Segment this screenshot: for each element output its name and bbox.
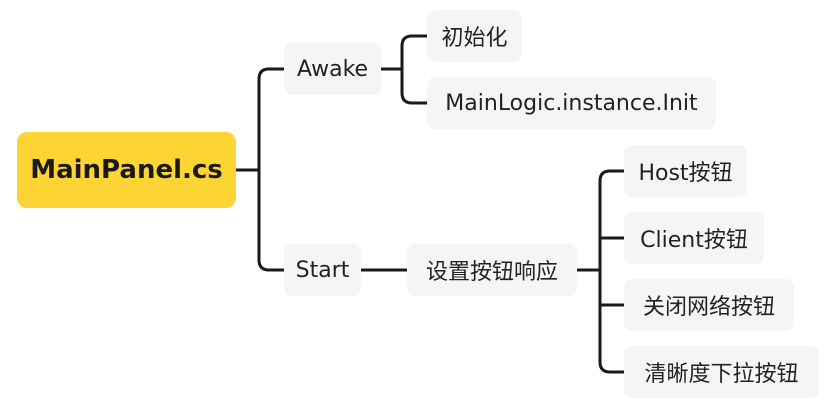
connector-awake-to-mainlogic	[400, 67, 429, 105]
leaf-node-host-button[interactable]: Host按钮	[624, 145, 747, 197]
root-node-mainpanel[interactable]: MainPanel.cs	[17, 132, 236, 208]
connector-awake-to-init	[400, 34, 429, 71]
connector-setbuttons-spine	[598, 169, 626, 374]
branch-node-awake[interactable]: Awake	[284, 43, 381, 95]
leaf-node-clarity-dropdown-button[interactable]: 清晰度下拉按钮	[624, 346, 819, 398]
branch-node-start[interactable]: Start	[284, 244, 361, 296]
connector-root-to-awake	[257, 67, 286, 172]
connector-root-to-start	[257, 168, 286, 272]
leaf-node-mainlogic-init[interactable]: MainLogic.instance.Init	[427, 77, 716, 129]
node-set-button-response[interactable]: 设置按钮响应	[407, 244, 577, 296]
leaf-node-close-network-button[interactable]: 关闭网络按钮	[624, 279, 794, 331]
leaf-node-init[interactable]: 初始化	[427, 10, 522, 62]
leaf-node-client-button[interactable]: Client按钮	[624, 212, 764, 264]
